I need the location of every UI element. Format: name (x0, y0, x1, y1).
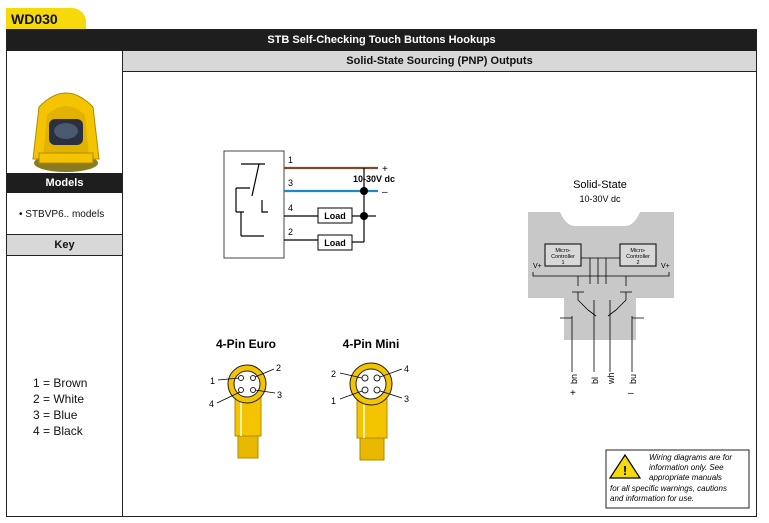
content-frame: STB Self-Checking Touch Buttons Hookups … (6, 29, 757, 517)
wire-number-1: 1 (288, 155, 293, 165)
key-item: 1 = Brown (33, 376, 88, 390)
bottom-plus: + (570, 388, 576, 399)
key-item: 3 = Blue (33, 408, 78, 422)
euro-pin-3: 3 (277, 390, 282, 400)
document-tab: WD030 (6, 8, 86, 30)
warning-icon (608, 453, 642, 479)
load-label-1: Load (324, 211, 346, 221)
key-list: 1 = Brown 2 = White 3 = Blue 4 = Black (33, 375, 87, 439)
wire-bu-label: bu (628, 374, 638, 384)
euro-connector: 4-Pin Euro 1 2 3 4 (209, 337, 282, 459)
key-header: Key (7, 234, 122, 256)
wire-bn-label: bn (569, 374, 579, 384)
page-title: STB Self-Checking Touch Buttons Hookups (7, 30, 756, 51)
left-sidebar: Models • STBVP6.. models Key 1 = Brown 2… (7, 51, 123, 516)
supply-label: 10-30V dc (353, 174, 395, 184)
key-item: 2 = White (33, 392, 85, 406)
plus-label: + (382, 164, 388, 175)
hookup-diagram: 1 3 4 2 + – 10-30V dc Load Load (223, 150, 395, 259)
mc1-label: Micro- (555, 248, 570, 254)
minus-label: – (382, 187, 388, 198)
mc2-label: Controller (626, 254, 650, 260)
warning-line: and information for use. (610, 494, 694, 503)
bottom-minus: – (628, 388, 634, 399)
mini-title: 4-Pin Mini (343, 337, 400, 351)
euro-pin-2: 2 (276, 363, 281, 373)
mini-pin-2: 2 (331, 369, 336, 379)
mini-pin-1: 1 (331, 396, 336, 406)
warning-line: appropriate manuals (649, 473, 722, 482)
mc1-label: 1 (561, 260, 564, 266)
solid-state-schematic: Solid-State 10-30V dc Micro- Controller … (528, 179, 674, 399)
mc2-label: 2 (636, 260, 639, 266)
warning-box: ! Wiring diagrams are for information on… (605, 449, 750, 509)
warning-line: information only. See (649, 463, 724, 472)
section-subtitle: Solid-State Sourcing (PNP) Outputs (123, 51, 756, 72)
mc2-label: Micro- (630, 248, 645, 254)
vplus-left-label: V+ (533, 263, 542, 270)
warning-line: for all specific warnings, cautions (610, 484, 727, 493)
micro-controller-1 (544, 243, 582, 267)
load-label-2: Load (324, 238, 346, 248)
mini-pin-3: 3 (404, 394, 409, 404)
micro-controller-2 (619, 243, 657, 267)
models-item: • STBVP6.. models (19, 209, 105, 220)
mc1-label: Controller (551, 254, 575, 260)
solid-state-supply: 10-30V dc (579, 194, 621, 204)
key-item: 4 = Black (33, 424, 83, 438)
wire-bl-label: bl (590, 377, 600, 384)
euro-title: 4-Pin Euro (216, 337, 276, 351)
wire-number-4: 4 (288, 203, 293, 213)
mini-connector: 4-Pin Mini 2 4 1 3 (331, 337, 409, 461)
euro-pin-1: 1 (210, 376, 215, 386)
wire-number-2: 2 (288, 227, 293, 237)
vplus-right-label: V+ (661, 263, 670, 270)
solid-state-title: Solid-State (573, 179, 627, 191)
warning-icon: ! (623, 463, 627, 478)
wire-number-3: 3 (288, 178, 293, 188)
wire-wh-label: wh (606, 372, 616, 385)
models-header: Models (7, 173, 122, 193)
euro-pin-4: 4 (209, 399, 214, 409)
mini-pin-4: 4 (404, 364, 409, 374)
warning-line: Wiring diagrams are for (649, 453, 732, 462)
product-image (32, 92, 100, 172)
